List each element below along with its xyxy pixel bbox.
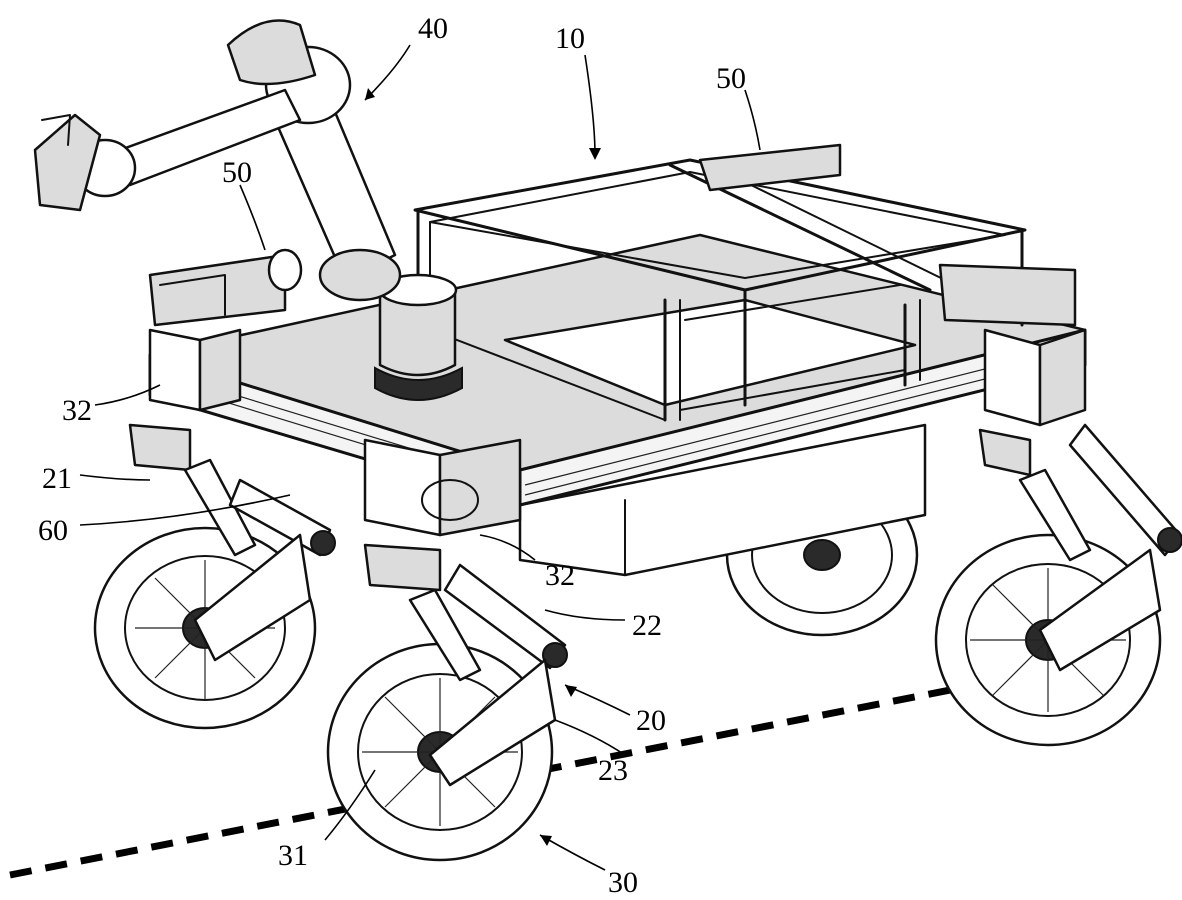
label-30: 30	[608, 866, 638, 899]
leader-lines	[79, 44, 761, 871]
label-60: 60	[38, 514, 68, 547]
corner-bracket-right	[983, 328, 1087, 427]
label-32-left: 32	[62, 394, 92, 427]
label-50-right: 50	[716, 62, 746, 95]
label-32-center: 32	[545, 559, 575, 592]
label-22: 22	[632, 609, 662, 642]
label-10: 10	[555, 22, 585, 55]
motor-unit-left	[148, 248, 303, 327]
label-50-left: 50	[222, 156, 252, 189]
lower-box	[518, 423, 927, 577]
label-20: 20	[636, 704, 666, 737]
suspension-left	[128, 423, 336, 662]
label-21: 21	[42, 462, 72, 495]
robotic-arm	[33, 19, 463, 401]
label-40: 40	[418, 12, 448, 45]
label-31: 31	[278, 839, 308, 872]
cargo-frame	[413, 158, 1027, 422]
reference-labels: 40 10 50 50 32 21 60 32 22 20 23 31 30	[38, 12, 746, 899]
suspension-front	[363, 543, 568, 787]
label-23: 23	[598, 754, 628, 787]
corner-bracket-left	[148, 328, 242, 412]
motor-unit-right	[698, 143, 1077, 327]
corner-bracket-center	[363, 438, 522, 537]
suspension-right	[978, 423, 1182, 672]
